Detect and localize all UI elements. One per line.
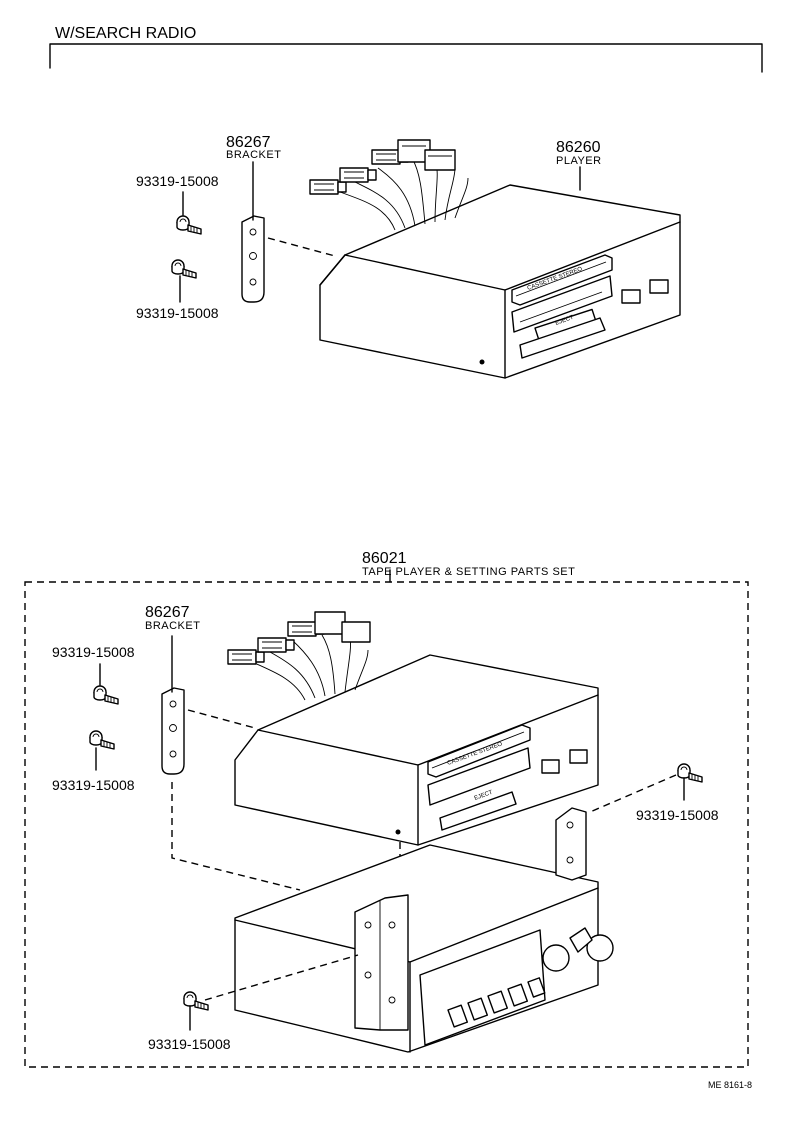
bottom-screw-bottom-label: 93319-15008: [148, 1036, 231, 1052]
header-frame: [49, 43, 763, 73]
top-player-name: PLAYER: [556, 155, 602, 167]
top-bracket-86267: [241, 215, 265, 303]
parts-set-frame: [24, 581, 749, 1068]
top-bracket-number: 86267: [226, 134, 271, 151]
bottom-screw-lower-left-label: 93319-15008: [52, 777, 135, 793]
bottom-assembly: 86021 TAPE PLAYER & SETTING PARTS SET CA…: [24, 550, 749, 1068]
bottom-screw-bottom-icon: [183, 991, 209, 1011]
top-assembly: CASSETTE STEREO EJECT: [136, 134, 681, 379]
bottom-screw-lower-left-icon: [89, 730, 115, 750]
footer-code: ME 8161-8: [708, 1080, 752, 1090]
top-screw-upper-icon: [176, 215, 202, 235]
bottom-wire-harness: [227, 611, 371, 701]
set-name: TAPE PLAYER & SETTING PARTS SET: [362, 566, 575, 578]
bottom-bracket-name: BRACKET: [145, 620, 200, 632]
top-screw-lower-label: 93319-15008: [136, 305, 219, 321]
top-screw-upper-label: 93319-15008: [136, 173, 219, 189]
top-player-number: 86260: [556, 139, 601, 156]
bottom-screw-right-label: 93319-15008: [636, 807, 719, 823]
bottom-bracket-86267: [161, 687, 185, 775]
bottom-player-unit: CASSETTE STEREO EJECT: [234, 654, 599, 846]
player-unit-86260: CASSETTE STEREO EJECT: [319, 184, 681, 379]
bottom-screw-upper-left-icon: [93, 685, 119, 705]
bottom-screw-upper-left-label: 93319-15008: [52, 644, 135, 660]
top-bracket-name: BRACKET: [226, 149, 281, 161]
bottom-screw-right-icon: [677, 763, 703, 783]
search-radio-unit: [234, 807, 614, 1053]
top-screw-lower-icon: [171, 259, 197, 279]
top-bracket-dash: [267, 237, 336, 257]
top-wire-harness: [309, 139, 469, 231]
bottom-bracket-number: 86267: [145, 604, 190, 621]
set-number: 86021: [362, 550, 407, 567]
header-title: W/SEARCH RADIO: [55, 25, 196, 42]
